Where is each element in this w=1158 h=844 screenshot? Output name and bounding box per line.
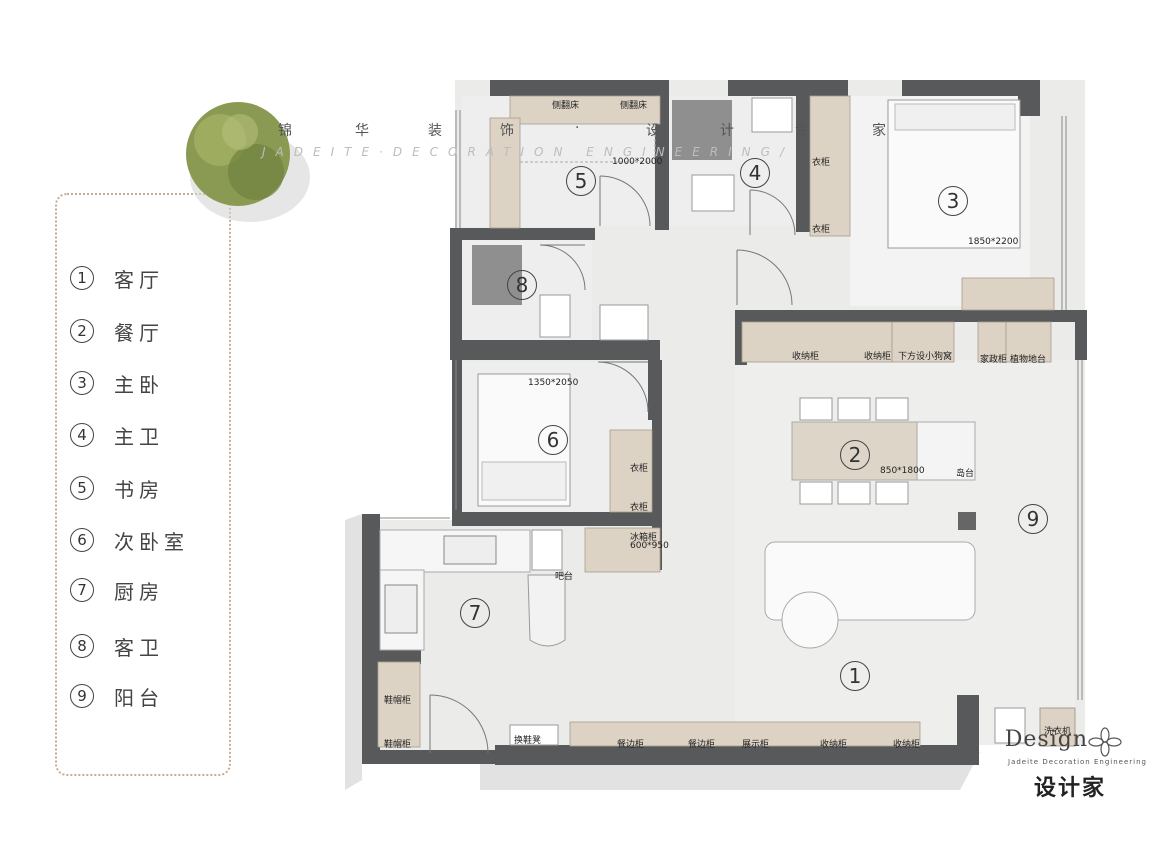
legend-item-study: 5 书房 <box>70 473 164 503</box>
doors <box>429 175 796 754</box>
legend-number: 6 <box>70 528 94 552</box>
brand-char: · <box>575 120 580 136</box>
label-fridge-cabinet: 冰箱柜 <box>630 533 658 543</box>
label-storage-1: 收纳柜 <box>820 740 848 750</box>
room-marker-master-bath: 4 <box>740 158 770 188</box>
legend-number: 4 <box>70 423 94 447</box>
legend-panel <box>55 193 231 776</box>
label-island: 岛台 <box>956 469 975 479</box>
label-master-bed-size: 1850*2200 <box>968 237 1019 247</box>
legend-label: 次卧室 <box>114 529 189 554</box>
legend-label: 客厅 <box>114 267 164 292</box>
brand-char: 饰 <box>500 123 514 139</box>
room-marker-second-bedroom: 6 <box>538 425 568 455</box>
brand-char: 家 <box>872 123 886 139</box>
label-master-wardrobe-1: 衣柜 <box>812 158 831 168</box>
label-study-bed-left: 侧翻床 <box>552 101 580 111</box>
label-dog-kennel: 下方设小狗窝 <box>898 352 953 362</box>
label-storage-2: 收纳柜 <box>893 740 921 750</box>
brand-english: JADEITE·DECORATION ENGINEERING/ <box>262 145 794 159</box>
label-shoe-bench: 换鞋凳 <box>514 736 542 746</box>
label-master-wardrobe-2: 衣柜 <box>812 225 831 235</box>
label-shoe-cabinet-2: 鞋帽柜 <box>384 740 412 750</box>
label-cabinet-1: 收纳柜 <box>792 352 820 362</box>
label-display-cabinet: 展示柜 <box>742 740 770 750</box>
legend-label: 餐厅 <box>114 320 164 345</box>
legend-label: 主卫 <box>114 424 164 449</box>
room-marker-dining: 2 <box>840 440 870 470</box>
legend-item-kitchen: 7 厨房 <box>70 575 164 605</box>
legend-number: 7 <box>70 578 94 602</box>
legend-label: 主卧 <box>114 372 164 397</box>
label-study-bed-right: 侧翻床 <box>620 101 648 111</box>
legend-label: 阳台 <box>114 685 164 710</box>
sofa <box>764 512 976 649</box>
legend-item-balcony: 9 阳台 <box>70 681 164 711</box>
washer <box>994 707 1026 744</box>
label-household-cabinet: 家政柜 <box>980 355 1008 365</box>
room-marker-study: 5 <box>566 166 596 196</box>
walls <box>362 80 1087 765</box>
label-second-wardrobe-2: 衣柜 <box>630 503 649 513</box>
label-dining-size: 850*1800 <box>880 466 925 476</box>
label-plant-stand: 植物地台 <box>1010 355 1047 365</box>
brand-char: 锦 <box>278 123 292 139</box>
label-second-wardrobe-1: 衣柜 <box>630 464 649 474</box>
shower <box>672 100 732 160</box>
legend-item-master-bedroom: 3 主卧 <box>70 368 164 398</box>
legend-label: 厨房 <box>114 579 164 604</box>
label-bar: 吧台 <box>555 572 574 582</box>
logo-flower-icon <box>1088 727 1122 757</box>
cabinets <box>377 95 1055 748</box>
legend-number: 1 <box>70 266 94 290</box>
toilet <box>691 174 735 212</box>
room-marker-balcony: 9 <box>1018 504 1048 534</box>
legend-item-guest-bath: 8 客卫 <box>70 631 164 661</box>
legend-item-dining-room: 2 餐厅 <box>70 316 164 346</box>
legend-number: 2 <box>70 319 94 343</box>
brand-char: 装 <box>428 123 442 139</box>
legend-number: 3 <box>70 371 94 395</box>
legend-number: 9 <box>70 684 94 708</box>
label-second-bed-size: 1350*2050 <box>528 378 579 388</box>
label-fridge-size: 600*950 <box>630 541 669 551</box>
tree-illustration <box>186 102 310 222</box>
room-marker-living-room: 1 <box>840 661 870 691</box>
legend-number: 8 <box>70 634 94 658</box>
legend-item-master-bath: 4 主卫 <box>70 420 164 450</box>
label-washer: 洗衣机 <box>1044 727 1072 737</box>
room-marker-kitchen: 7 <box>460 598 490 628</box>
label-shoe-cabinet-1: 鞋帽柜 <box>384 696 412 706</box>
logo-design-text: Design <box>1004 727 1088 752</box>
room-marker-master-bedroom: 3 <box>938 186 968 216</box>
legend-number: 5 <box>70 476 94 500</box>
legend-label: 客卫 <box>114 635 164 660</box>
brand-char: 计 <box>720 123 734 139</box>
kitchen-fixtures <box>379 529 566 746</box>
legend-label: 书房 <box>114 477 164 502</box>
legend-item-living-room: 1 客厅 <box>70 263 164 293</box>
logo-subtitle: Jadeite Decoration Engineering <box>1008 758 1147 766</box>
brand-char: 专 <box>795 123 809 139</box>
room-marker-guest-bath: 8 <box>507 270 537 300</box>
label-sideboard-2: 餐边柜 <box>688 740 716 750</box>
legend-item-second-bedroom: 6 次卧室 <box>70 525 189 555</box>
label-sideboard-1: 餐边柜 <box>617 740 645 750</box>
brand-char: 设 <box>646 123 660 139</box>
label-study-size: 1000*2000 <box>612 157 663 167</box>
brand-char: 华 <box>355 123 369 139</box>
logo-chinese: 设计家 <box>1034 776 1107 801</box>
label-cabinet-2: 收纳柜 <box>864 352 892 362</box>
